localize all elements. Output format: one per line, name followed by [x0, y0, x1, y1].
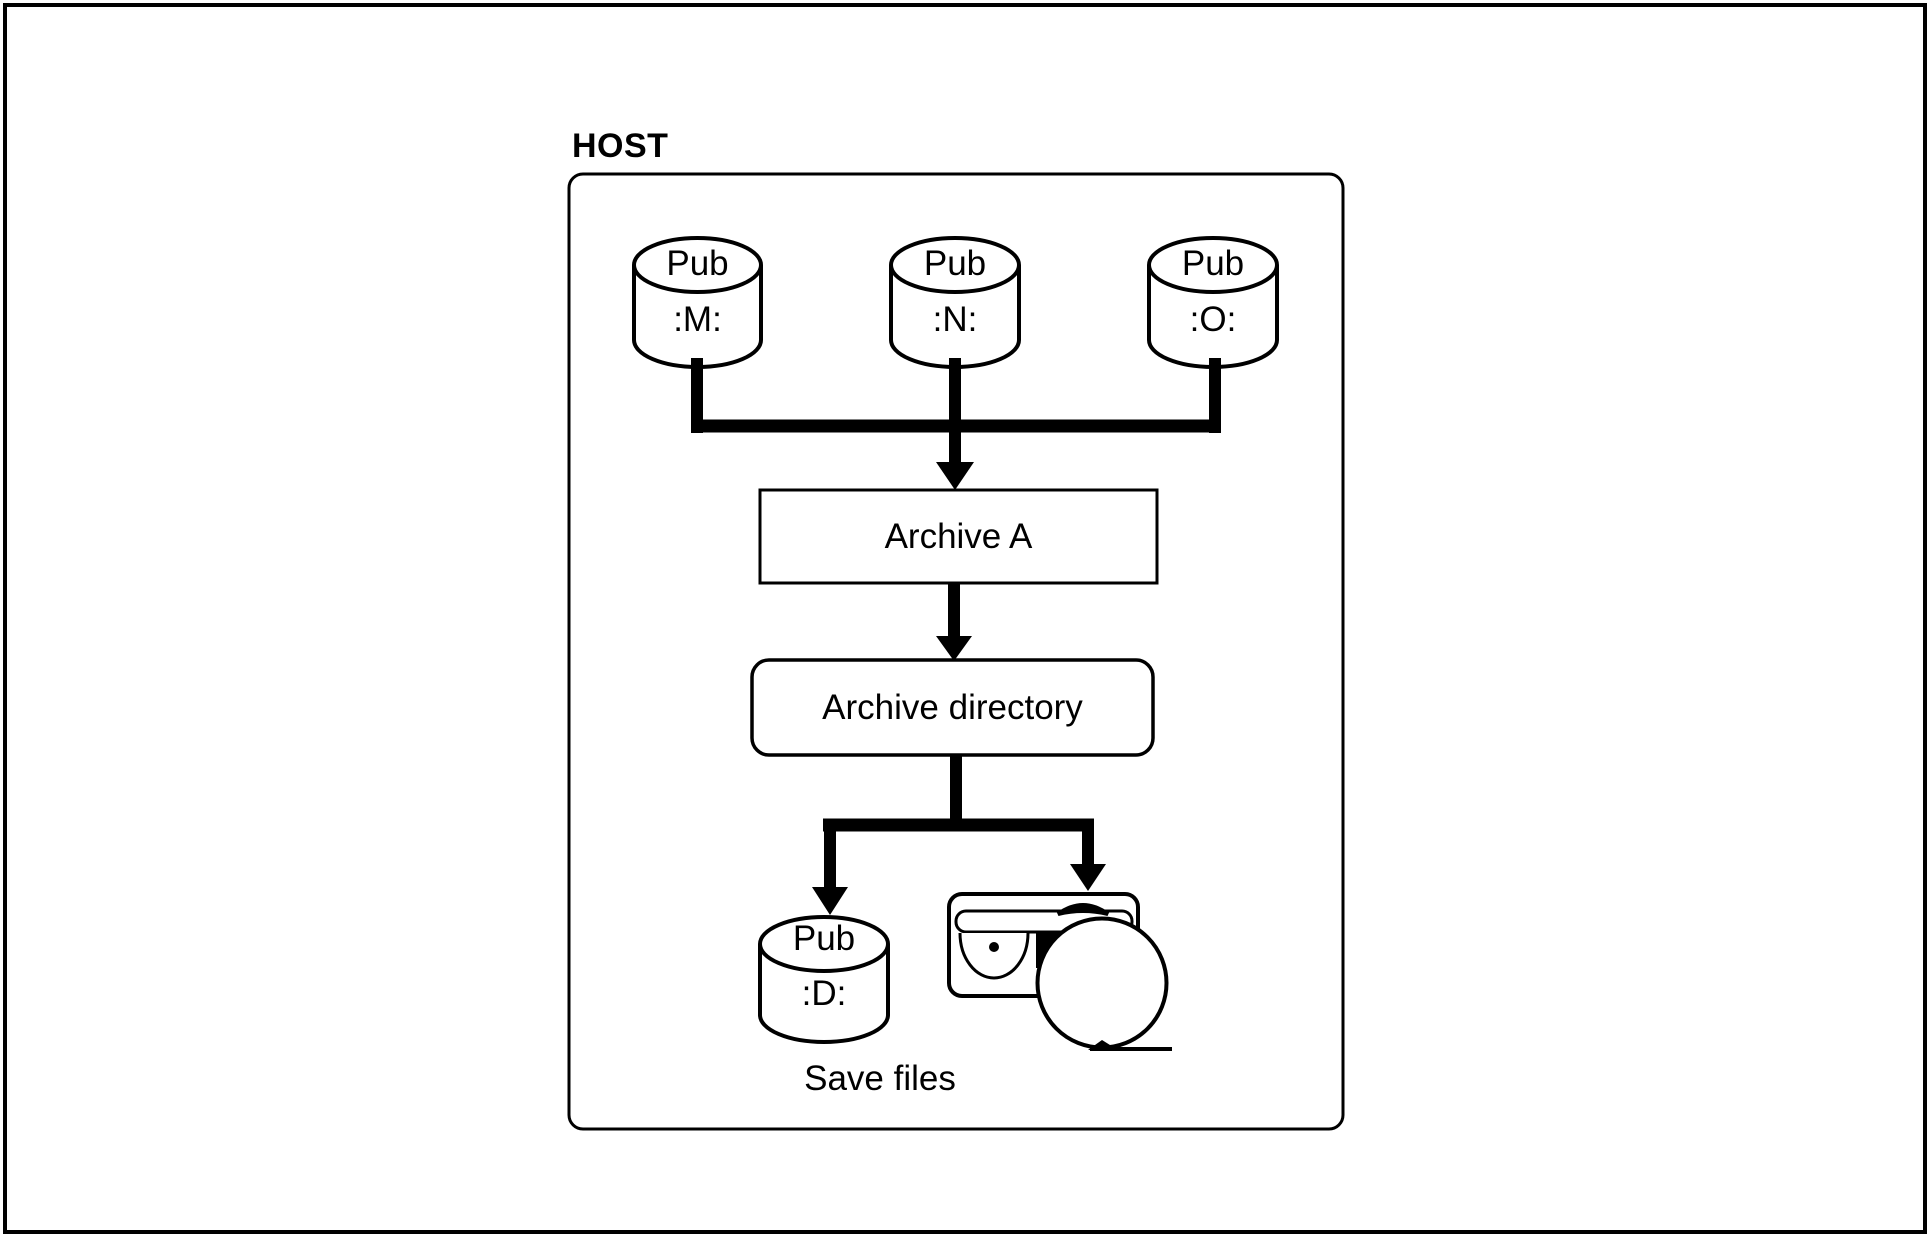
disk-n-volume: :N: [932, 300, 978, 339]
disk-d-cylinder-icon [758, 915, 890, 1044]
disk-m-volume: :M: [673, 300, 722, 339]
disk-drive-icon [947, 892, 1172, 1051]
arrow-down-to-directory-icon [936, 636, 972, 661]
disk-o-label: Pub [1181, 244, 1245, 283]
save-disk-volume: :D: [801, 974, 847, 1013]
arrow-down-to-drive-icon [1070, 864, 1106, 891]
archive-directory-label: Archive directory [822, 687, 1083, 727]
archive-a-box [758, 488, 1159, 585]
disk-n-label: Pub [923, 244, 987, 283]
save-files-caption: Save files [804, 1059, 956, 1098]
host-title: HOST [572, 127, 669, 165]
disk-o-volume: :O: [1189, 300, 1237, 339]
disk-m-label: Pub [666, 244, 729, 283]
arrow-down-to-save-disk-icon [812, 887, 848, 915]
save-disk-label: Pub [792, 919, 856, 958]
arrow-down-to-archive-icon [936, 462, 974, 490]
split-connector [823, 754, 1094, 889]
disk-o-cylinder-icon [1147, 236, 1279, 369]
archive-a-label: Archive A [884, 516, 1033, 556]
merge-connector [691, 358, 1221, 464]
